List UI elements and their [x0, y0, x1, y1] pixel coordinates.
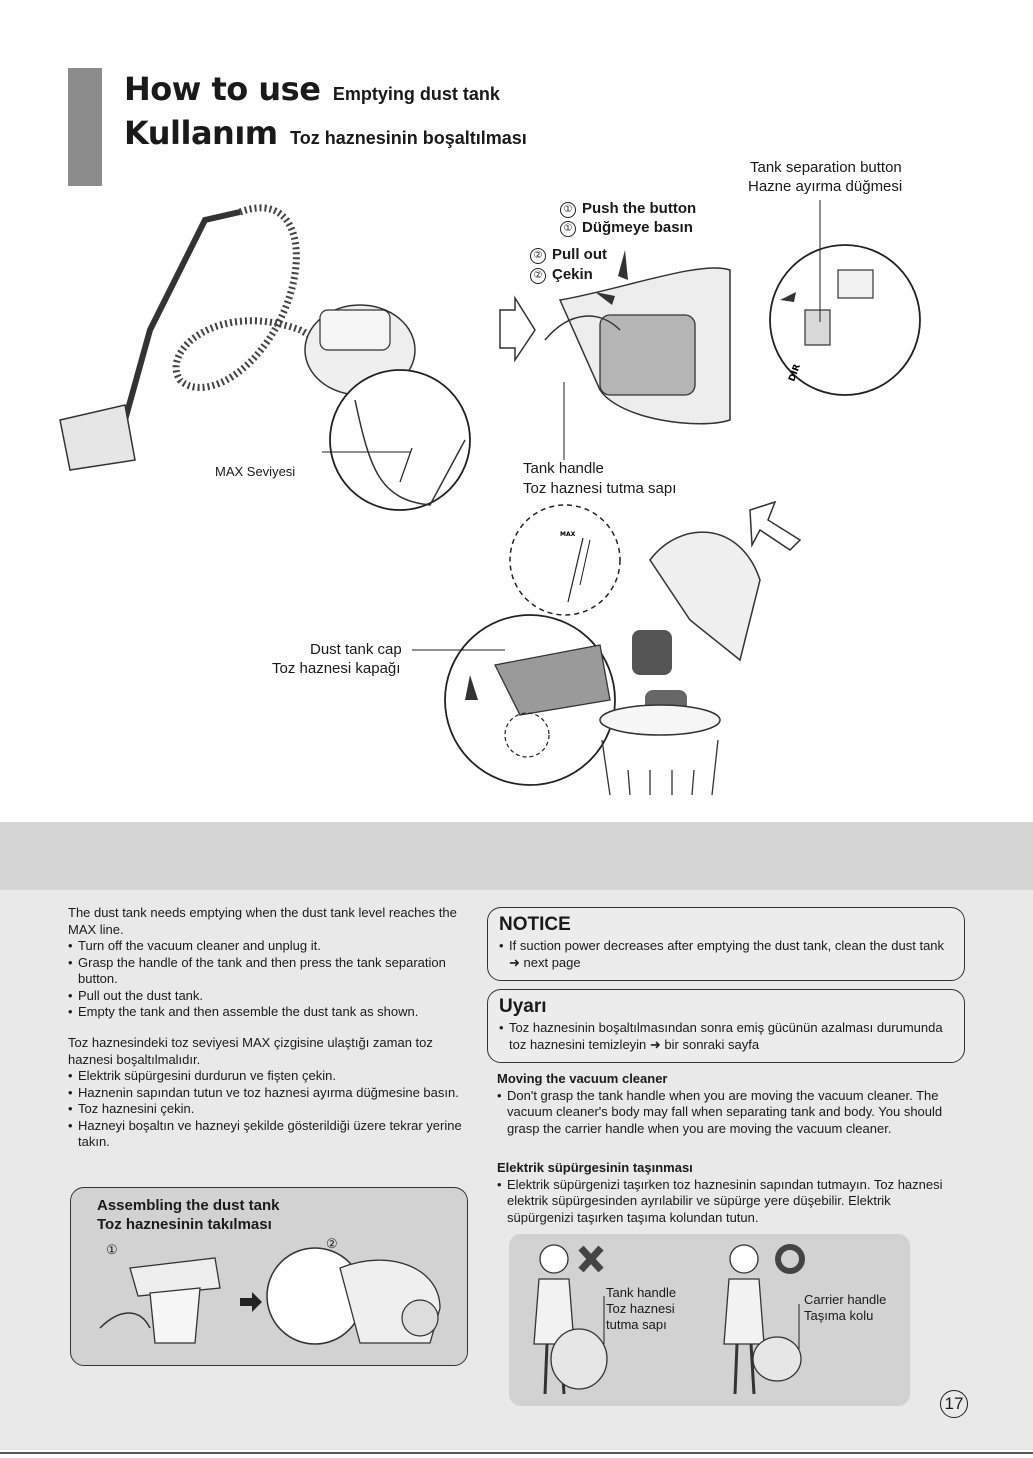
dust-cap-label-tr: Toz haznesi kapağı [272, 660, 401, 677]
notice-box: NOTICE If suction power decreases after … [487, 907, 965, 981]
max-level-label: MAX Seviyesi [215, 464, 296, 479]
hand-icon [99, 1312, 151, 1329]
wrong-handle-line1: Tank handle [606, 1285, 677, 1300]
step1-tr-text: Düğmeye basın [582, 219, 693, 236]
hand-icon [544, 315, 621, 341]
page-title-en: How to use [124, 70, 321, 108]
step2-tr-text: Çekin [552, 266, 593, 283]
emptying-illustration: DIR MAX [59, 200, 921, 796]
title-en-row: How to use Emptying dust tank [124, 70, 500, 108]
wrong-x-icon [578, 1245, 604, 1273]
page-subtitle-tr: Toz haznesinin boşaltılması [290, 128, 527, 148]
instructions-tr: Toz haznesindeki toz seviyesi MAX çizgis… [68, 1035, 466, 1151]
instructions-en-intro: The dust tank needs emptying when the du… [68, 905, 457, 937]
step2-num-tr: ② [530, 268, 546, 284]
uyari-text: Toz haznesinin boşaltılmasından sonra em… [499, 1020, 955, 1053]
arrow-right-icon [499, 295, 536, 363]
tank-cap-icon [494, 644, 611, 716]
arrow-down-left-icon [749, 500, 802, 551]
list-item: Elektrik süpürgenizi taşırken toz haznes… [497, 1177, 957, 1227]
tank-sep-label-en: Tank separation button [750, 159, 902, 176]
notice-text: If suction power decreases after emptyin… [499, 938, 955, 971]
floor-nozzle-icon [59, 404, 136, 471]
uyari-title: Uyarı [499, 996, 547, 1017]
tank-handle-label-tr: Toz haznesi tutma sapı [523, 480, 677, 497]
carry-illustration [533, 1244, 805, 1395]
notice-title: NOTICE [499, 914, 571, 935]
tank-handle-label-en: Tank handle [523, 460, 604, 477]
instructions-en: The dust tank needs emptying when the du… [68, 905, 466, 1021]
title-tr-row: Kullanım Toz haznesinin boşaltılması [124, 114, 527, 152]
list-item: Don't grasp the tank handle when you are… [497, 1088, 957, 1138]
carrier-handle-line1: Carrier handle [804, 1292, 887, 1307]
carrier-handle-label: Carrier handle Taşıma kolu [804, 1292, 886, 1324]
page-number: 17 [940, 1390, 968, 1418]
opened-tank-icon [649, 531, 761, 662]
step1-en-text: Push the button [582, 200, 697, 217]
list-item: Pull out the dust tank. [68, 988, 466, 1005]
wand-icon [122, 209, 241, 421]
list-item: Grasp the handle of the tank and then pr… [68, 955, 466, 988]
list-item: Turn off the vacuum cleaner and unplug i… [68, 938, 466, 955]
step2-tr: ② Çekin [530, 265, 593, 285]
moving-section-en: Moving the vacuum cleaner Don't grasp th… [497, 1071, 957, 1137]
correct-o-icon [775, 1244, 805, 1274]
list-item: Toz haznesinin boşaltılmasından sonra em… [499, 1020, 955, 1053]
dust-cap-label-en: Dust tank cap [310, 641, 402, 658]
list-item: If suction power decreases after emptyin… [499, 938, 955, 971]
moving-title-tr: Elektrik süpürgesinin taşınması [497, 1160, 693, 1175]
moving-section-tr: Elektrik süpürgesinin taşınması Elektrik… [497, 1160, 957, 1226]
assembling-title-tr: Toz haznesinin takılması [97, 1216, 272, 1233]
assembling-title: Assembling the dust tank Toz haznesinin … [97, 1196, 280, 1234]
list-item: Hazneyi boşaltın ve hazneyi şekilde göst… [68, 1118, 466, 1151]
header-side-bar [68, 68, 102, 186]
step1-tr: ① Düğmeye basın [560, 218, 693, 238]
arrow-right-icon [240, 1292, 262, 1312]
step1-num-tr: ① [560, 221, 576, 237]
list-item: Toz haznesini çekin. [68, 1101, 466, 1118]
dust-clump-icon [632, 630, 672, 675]
step1-en: ① Push the button [560, 199, 696, 219]
list-item: Haznenin sapından tutun ve toz haznesi a… [68, 1085, 466, 1102]
assembling-step1-num: ① [106, 1242, 118, 1257]
section-band [0, 822, 1033, 890]
max-dashed-circle [509, 504, 621, 616]
moving-title-en: Moving the vacuum cleaner [497, 1071, 668, 1086]
bottom-rule [0, 1452, 1033, 1454]
separation-zoom-circle [769, 244, 921, 396]
hose-icon [172, 204, 344, 391]
instructions-tr-intro: Toz haznesindeki toz seviyesi MAX çizgis… [68, 1035, 433, 1067]
pull-arrow-icon [595, 292, 615, 305]
max-mark: MAX [560, 531, 576, 538]
list-item: Elektrik süpürgesini durdurun ve fişten … [68, 1068, 466, 1085]
dust-tank-icon [599, 314, 696, 396]
assembling-step2-num: ② [326, 1236, 338, 1251]
tank-sep-label-tr: Hazne ayırma düğmesi [748, 178, 903, 195]
page-title-tr: Kullanım [124, 114, 278, 152]
max-zoom-circle [329, 369, 471, 511]
wrong-handle-label: Tank handle Toz haznesi tutma sapı [606, 1285, 676, 1333]
page-subtitle-en: Emptying dust tank [332, 84, 500, 104]
assembling-title-en: Assembling the dust tank [97, 1197, 280, 1214]
trash-bin-icon [599, 704, 721, 736]
push-arrow-icon [618, 250, 628, 280]
step2-en: ② Pull out [530, 245, 607, 265]
wrong-handle-line3: tutma sapı [606, 1317, 667, 1332]
step2-num-en: ② [530, 248, 546, 264]
wrong-handle-line2: Toz haznesi [606, 1301, 675, 1316]
step1-num-en: ① [560, 202, 576, 218]
carrier-handle-line2: Taşıma kolu [804, 1308, 874, 1323]
list-item: Empty the tank and then assemble the dus… [68, 1004, 466, 1021]
step2-en-text: Pull out [552, 246, 607, 263]
uyari-box: Uyarı Toz haznesinin boşaltılmasından so… [487, 989, 965, 1063]
assembling-illustration [99, 1247, 441, 1345]
